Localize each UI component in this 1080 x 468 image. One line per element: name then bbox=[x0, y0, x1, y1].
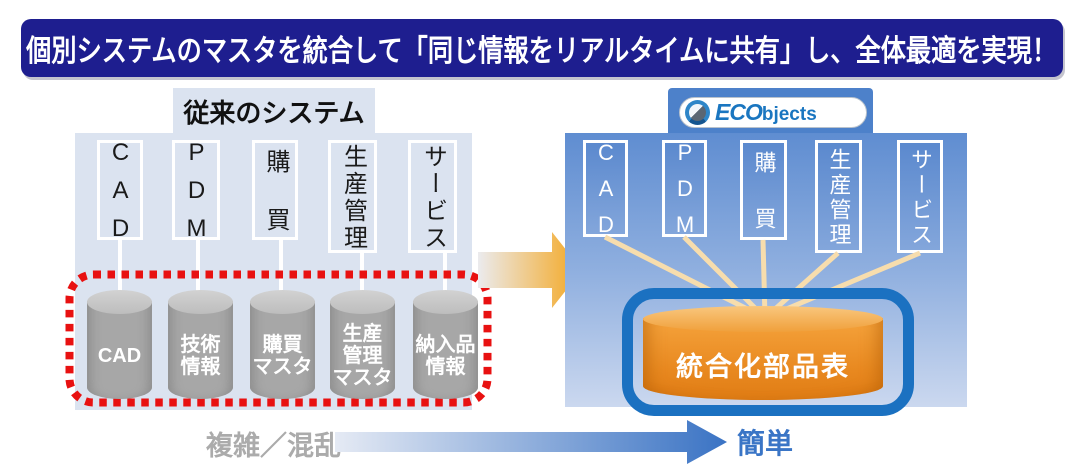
legacy-title: 従来のシステム bbox=[173, 88, 375, 134]
cylinder-top bbox=[413, 290, 478, 314]
logo-brand-rest: bjects bbox=[761, 104, 817, 125]
legacy-system-production-label: 生産管理 bbox=[339, 144, 367, 252]
headline-banner: 個別システムのマスタを統合して「同じ情報をリアルタイムに共有」し、全体最適を実現… bbox=[21, 19, 1063, 77]
cylinder-body bbox=[413, 301, 478, 399]
legacy-connector-line bbox=[196, 239, 200, 301]
integrated-bom-label: 統合化部品表 bbox=[676, 351, 850, 382]
legacy-db-production-master: 生産 管理 マスタ bbox=[330, 290, 395, 400]
logo-brand-bold: ECO bbox=[715, 99, 763, 125]
cylinder-body bbox=[87, 301, 152, 399]
blue-frame bbox=[622, 288, 914, 416]
cylinder-top bbox=[330, 290, 395, 314]
legacy-db-delivery-info: 納入品 情報 bbox=[413, 290, 478, 400]
cylinder-top bbox=[250, 290, 315, 314]
cylinder-body bbox=[330, 301, 395, 399]
ecobjects-logo: ECObjects bbox=[679, 97, 867, 128]
legacy-db-delivery-info-label: 納入品 情報 bbox=[415, 334, 476, 378]
modern-system-cad: CAD bbox=[583, 140, 628, 248]
cylinder-body bbox=[168, 301, 233, 399]
legacy-db-procurement-master: 購買 マスタ bbox=[250, 290, 315, 400]
modern-system-procurement: 購買 bbox=[740, 140, 787, 263]
legacy-db-cad: CAD bbox=[87, 290, 152, 400]
modern-system-production: 生産管理 bbox=[815, 140, 862, 253]
modern-system-procurement-label: 購買 bbox=[751, 151, 777, 263]
simplify-arrow-icon bbox=[335, 420, 727, 464]
modern-system-pdm-label: PDM bbox=[672, 140, 698, 248]
legacy-system-service: サービス bbox=[408, 140, 457, 253]
complex-chaos-label: 複雑／混乱 bbox=[206, 431, 341, 461]
ecobjects-logo-text: ECObjects bbox=[715, 99, 817, 126]
legacy-system-pdm: PDM bbox=[172, 139, 220, 253]
integrated-bom-cylinder: 統合化部品表 bbox=[643, 306, 883, 400]
modern-system-production-label: 生産管理 bbox=[826, 148, 852, 248]
legacy-db-tech-info-label: 技術 情報 bbox=[180, 334, 221, 378]
modern-system-service-label: サービス bbox=[908, 148, 933, 248]
red-dotted-frame bbox=[65, 270, 492, 407]
modern-system-service: サービス bbox=[897, 140, 943, 253]
headline-text: 個別システムのマスタを統合して「同じ情報をリアルタイムに共有」し、全体最適を実現… bbox=[26, 35, 1058, 68]
legacy-db-procurement-master-label: 購買 マスタ bbox=[252, 334, 313, 378]
legacy-system-cad-label: CAD bbox=[107, 138, 134, 253]
globe-swirl-icon bbox=[685, 100, 710, 125]
legacy-db-production-master-label: 生産 管理 マスタ bbox=[332, 323, 393, 389]
modern-system-pdm: PDM bbox=[662, 140, 707, 248]
legacy-connector-line bbox=[279, 239, 283, 301]
legacy-db-tech-info: 技術 情報 bbox=[168, 290, 233, 400]
legacy-system-pdm-label: PDM bbox=[183, 138, 210, 253]
transform-arrow-icon bbox=[478, 232, 582, 308]
legacy-db-cad-label: CAD bbox=[97, 345, 142, 367]
cylinder-top bbox=[87, 290, 152, 314]
cylinder-top bbox=[168, 290, 233, 314]
legacy-system-production: 生産管理 bbox=[328, 140, 377, 253]
modern-system-cad-label: CAD bbox=[593, 140, 619, 248]
legacy-system-service-label: サービス bbox=[419, 144, 447, 252]
legacy-connector-line bbox=[118, 239, 122, 301]
simple-label: 簡単 bbox=[737, 428, 794, 459]
legacy-system-procurement: 購買 bbox=[252, 140, 298, 265]
legacy-system-procurement-label: 購買 bbox=[262, 149, 289, 265]
cylinder-body bbox=[250, 301, 315, 399]
legacy-system-cad: CAD bbox=[97, 139, 143, 253]
